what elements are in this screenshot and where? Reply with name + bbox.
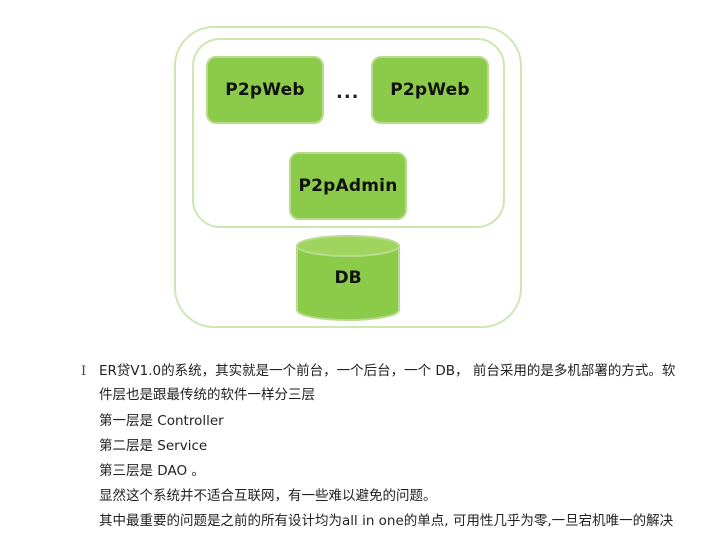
text-cursor-icon: I [81, 364, 87, 379]
p2padmin-node: P2pAdmin [289, 152, 407, 220]
ellipsis-label: ... [336, 82, 360, 103]
p2pweb-node-2: P2pWeb [371, 56, 489, 124]
paragraph-line-6: 其中最重要的问题是之前的所有设计均为all in one的单点, 可用性几乎为零… [99, 513, 674, 529]
paragraph-line-2: 第一层是 Controller [99, 413, 224, 429]
p2pweb-node-1-label: P2pWeb [225, 80, 305, 100]
paragraph-line-1-continued: 件层也是跟最传统的软件一样分三层 [99, 387, 315, 403]
p2pweb-node-2-label: P2pWeb [390, 80, 470, 100]
paragraph-line-1: ER贷V1.0的系统，其实就是一个前台，一个后台，一个 DB， 前台采用的是多机… [99, 363, 676, 379]
paragraph-line-4: 第三层是 DAO 。 [99, 463, 205, 479]
db-node-label: DB [334, 268, 362, 288]
p2pweb-node-1: P2pWeb [206, 56, 324, 124]
paragraph-line-3: 第二层是 Service [99, 438, 208, 454]
paragraph-line-5: 显然这个系统并不适合互联网，有一些难以避免的问题。 [99, 488, 437, 504]
db-cylinder-shape [296, 235, 400, 321]
p2padmin-node-label: P2pAdmin [298, 176, 398, 196]
